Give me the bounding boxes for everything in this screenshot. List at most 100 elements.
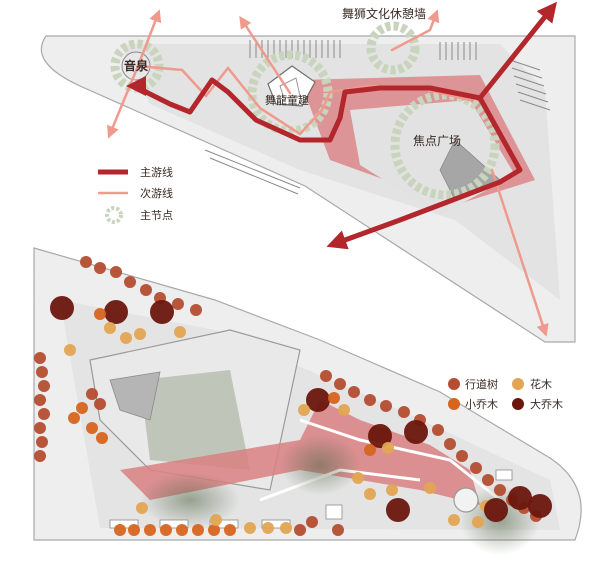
street-tree — [482, 474, 494, 486]
label-lion-wall: 舞狮文化休憩墙 — [342, 6, 426, 21]
legend-large-tree-label: 大乔木 — [530, 397, 563, 411]
street-tree — [34, 422, 46, 434]
street-tree — [34, 450, 46, 462]
large-tree — [386, 498, 410, 522]
upper-hatch-bands — [204, 40, 551, 195]
street-tree — [364, 394, 376, 406]
flower-tree — [364, 488, 376, 500]
flower-tree — [210, 514, 222, 526]
legend-main-node-swatch — [105, 206, 123, 224]
street-tree — [80, 256, 92, 268]
flower-tree — [472, 516, 484, 528]
street-tree — [470, 462, 482, 474]
round-fountain — [453, 487, 479, 513]
route-legend: 主游线 次游线 主节点 — [98, 165, 173, 224]
lower-benches — [109, 469, 513, 529]
street-tree — [494, 484, 506, 496]
flower-tree — [120, 332, 132, 344]
street-tree — [36, 366, 48, 378]
small-tree — [224, 524, 236, 536]
flower-tree — [104, 322, 116, 334]
flower-tree — [382, 442, 394, 454]
street-tree — [36, 436, 48, 448]
flower-tree — [64, 344, 76, 356]
legend-flower-tree-swatch — [512, 378, 524, 390]
street-tree — [334, 378, 346, 390]
small-tree — [176, 524, 188, 536]
street-tree — [140, 284, 152, 296]
lower-site — [33, 247, 582, 555]
small-tree — [160, 524, 172, 536]
street-tree — [94, 398, 106, 410]
flower-tree — [352, 472, 364, 484]
small-tree — [68, 412, 80, 424]
main-route — [126, 1, 557, 250]
street-tree — [38, 408, 50, 420]
flower-tree — [134, 328, 146, 340]
small-tree — [328, 392, 340, 404]
large-tree — [368, 424, 392, 448]
central-shade — [140, 370, 250, 470]
street-tree — [456, 450, 468, 462]
flower-tree — [386, 484, 398, 496]
street-tree — [190, 304, 202, 316]
street-tree — [332, 524, 344, 536]
large-tree — [306, 388, 330, 412]
flower-tree — [424, 482, 436, 494]
small-tree — [208, 524, 220, 536]
small-tree — [192, 524, 204, 536]
street-tree — [38, 380, 50, 392]
legend-flower-tree-label: 花木 — [530, 378, 552, 391]
tree-layer — [34, 256, 552, 536]
flower-tree — [136, 502, 148, 514]
stair-feature — [109, 371, 161, 421]
large-tree — [404, 420, 428, 444]
label-focus-plaza: 焦点广场 — [413, 134, 461, 148]
street-tree — [294, 524, 306, 536]
large-tree — [484, 498, 508, 522]
label-dance-area: 舞龍童趣 — [265, 93, 309, 107]
small-tree — [76, 402, 88, 414]
street-tree — [348, 386, 360, 398]
street-tree — [86, 388, 98, 400]
node-lion-wall — [366, 21, 420, 75]
legend-small-tree-swatch — [448, 398, 460, 410]
flower-tree — [174, 326, 186, 338]
legend-main-route-label: 主游线 — [140, 165, 173, 179]
legend-secondary-route-label: 次游线 — [140, 186, 173, 200]
flower-tree — [448, 514, 460, 526]
large-tree — [104, 300, 128, 324]
street-tree — [320, 370, 332, 382]
small-tree — [364, 444, 376, 456]
street-tree — [398, 406, 410, 418]
street-tree — [124, 276, 136, 288]
street-tree — [306, 516, 318, 528]
tree-legend: 行道树 花木 小乔木 大乔木 — [448, 377, 563, 411]
legend-main-node-label: 主节点 — [140, 209, 173, 222]
street-tree — [34, 352, 46, 364]
small-tree — [94, 308, 106, 320]
small-tree — [96, 432, 108, 444]
flower-tree — [244, 522, 256, 534]
small-tree — [144, 524, 156, 536]
large-tree — [50, 296, 74, 320]
street-tree — [34, 394, 46, 406]
small-tree — [86, 422, 98, 434]
small-tree — [114, 524, 126, 536]
upper-site: 音泉 舞龍童趣 舞狮文化休憩墙 焦点广场 — [40, 1, 576, 343]
street-tree — [94, 262, 106, 274]
label-fountain: 音泉 — [124, 58, 149, 73]
legend-large-tree-swatch — [512, 398, 524, 410]
large-tree — [508, 486, 532, 510]
large-tree — [150, 300, 174, 324]
flower-tree — [298, 404, 310, 416]
street-tree — [444, 438, 456, 450]
legend-street-tree-label: 行道树 — [465, 377, 498, 391]
street-tree — [172, 298, 184, 310]
large-tree — [528, 494, 552, 518]
flower-tree — [262, 522, 274, 534]
legend-small-tree-label: 小乔木 — [465, 398, 498, 411]
street-tree — [380, 400, 392, 412]
